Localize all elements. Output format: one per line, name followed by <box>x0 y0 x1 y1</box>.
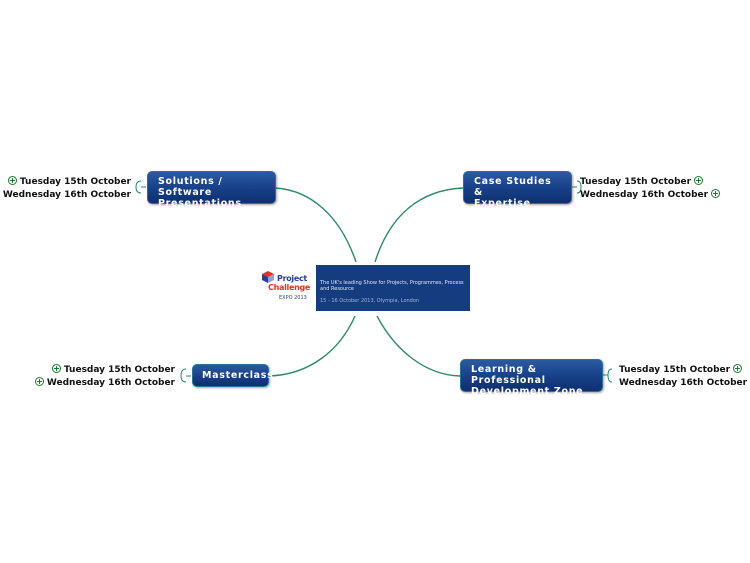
topic-line: Masterclass <box>202 370 274 381</box>
topic-line: Case Studies & <box>474 176 552 198</box>
bracket-masterclass <box>180 368 191 383</box>
subtopic-solutions-tuesday[interactable]: Tuesday 15th October <box>7 176 131 188</box>
topic-case-studies-expertise-zone[interactable]: Case Studies & Expertise Zone <box>463 171 572 220</box>
event-tagline: The UK's leading Show for Projects, Prog… <box>320 280 464 292</box>
topic-line: Learning & Professional <box>471 364 546 386</box>
topic-line: Presentations <box>158 198 242 209</box>
cube-logo-icon <box>262 271 274 283</box>
expand-plus-icon[interactable] <box>733 364 743 373</box>
bracket-case-studies <box>572 180 582 194</box>
branch-case-studies <box>374 187 464 263</box>
branch-masterclass <box>267 315 356 377</box>
project-challenge-logo: Project Challenge EXPO 2013 <box>259 265 316 311</box>
expand-plus-icon[interactable] <box>711 189 721 198</box>
topic-line: Expertise Zone <box>474 198 531 220</box>
subtopic-masterclass-tuesday[interactable]: Tuesday 15th October <box>51 364 175 376</box>
topic-solutions-software-presentations[interactable]: Solutions / Software Presentations <box>147 171 276 209</box>
logo-text-expo: EXPO 2013 <box>279 295 307 301</box>
branch-learning <box>376 315 461 377</box>
logo-text-project: Project <box>277 274 307 283</box>
topic-line: Development Zone <box>471 386 584 397</box>
expand-plus-icon[interactable] <box>7 176 17 185</box>
subtopic-solutions-wednesday[interactable]: Wednesday 16th October <box>2 190 131 200</box>
topic-line: Solutions / Software <box>158 176 223 198</box>
subtopic-learning-tuesday[interactable]: Tuesday 15th October <box>619 364 743 376</box>
subtopic-learning-wednesday[interactable]: Wednesday 16th October <box>619 378 748 388</box>
logo-text-challenge: Challenge <box>268 283 311 292</box>
expand-plus-icon[interactable] <box>51 364 61 373</box>
subtopic-case-studies-wednesday[interactable]: Wednesday 16th October <box>580 189 721 201</box>
event-banner: The UK's leading Show for Projects, Prog… <box>316 265 470 311</box>
topic-masterclass[interactable]: Masterclass <box>192 364 274 387</box>
subtopic-masterclass-wednesday[interactable]: Wednesday 16th October <box>34 377 175 389</box>
expand-plus-icon[interactable] <box>34 377 44 386</box>
branch-solutions <box>274 187 357 263</box>
central-topic-image[interactable]: Project Challenge EXPO 2013 The UK's lea… <box>259 265 470 311</box>
bracket-solutions <box>135 180 146 194</box>
subtopic-case-studies-tuesday[interactable]: Tuesday 15th October <box>580 176 704 188</box>
event-dates: 15 - 16 October 2013, Olympia, London <box>320 298 420 304</box>
topic-learning-professional-development-zone[interactable]: Learning & Professional Development Zone <box>460 359 603 397</box>
bracket-learning <box>603 368 613 383</box>
expand-plus-icon[interactable] <box>694 176 704 185</box>
